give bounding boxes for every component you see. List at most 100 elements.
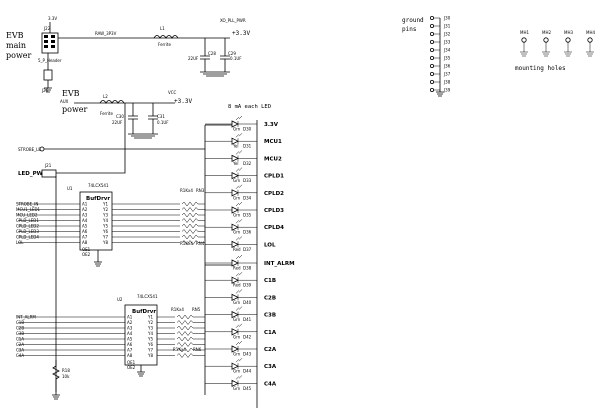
led-ref: D42 [243,334,252,339]
input-net-label: C2A [16,342,24,347]
ground-pin [429,40,434,45]
led-cathode-wire [237,172,257,179]
rn-top-a: RN3 [196,188,205,193]
gnd-symbol-j26 [44,87,52,93]
raw-net-label: RAW_3P3V [95,31,117,36]
led-emission-arrows [235,201,243,207]
mounting-holes-title: mounting holes [515,65,566,72]
pin-y-label: Y8 [102,240,108,245]
led-emission-arrows [235,115,243,121]
led-cathode-wire [237,363,257,370]
mounting-hole-ref: MH1 [520,30,529,35]
c30-capacitor [128,103,138,134]
pin-y-label: Y2 [102,207,108,212]
led-diode [231,223,239,231]
u2-ref: U2 [117,297,123,302]
c28-capacitor [200,38,210,72]
led-diode [231,276,239,284]
mounting-hole-gnd [586,42,594,57]
led-ref: D33 [243,178,252,183]
evb-main-power-2: main [6,41,26,50]
ground-pin-ref: J38 [443,80,451,85]
input-net-label: C4A [16,353,24,358]
xo-net-label: XO_PLL_PWR [220,18,246,23]
led-label: C1B [264,278,276,284]
oe2-label: OE2 [82,252,91,257]
led-emission-arrows [235,306,243,311]
pin-a-label: A3 [82,212,88,217]
led-diode [231,240,239,249]
mounting-hole [543,37,549,43]
l2-ref: L2 [103,94,108,99]
led-color: Yel [232,161,238,166]
led-color: Red [233,283,241,288]
pin-a-label: A1 [127,314,133,319]
led-diode [231,362,239,370]
led-diode [231,345,239,353]
input-net-label: MCU1_LED1 [16,207,41,212]
led-pwr-wire [56,103,126,174]
led-label: CPLD3 [264,208,284,214]
led-color: Grn [233,195,241,200]
led-diode [231,379,239,388]
led-label: CPLD2 [264,191,284,197]
led-diode [231,137,239,145]
r18-resistor: R18 10k [52,360,70,400]
gnd-symbol-2 [128,133,158,139]
led-color: Grn [233,213,241,218]
pin-y-label: Y4 [147,331,153,336]
mounting-hole-gnd [542,42,550,57]
oe1-label: OE1 [127,360,136,365]
rn-resistor [176,347,194,353]
c31-capacitor [148,103,158,134]
ground-pin-ref: J37 [443,72,451,77]
ground-pin-ref: J33 [443,40,451,45]
ground-pin-ref: J36 [443,64,451,69]
mounting-hole-ref: MH4 [586,30,595,35]
led-cathode-wire [237,380,257,387]
ground-pins-title-1: ground [402,17,424,24]
rn-resistor [181,229,199,234]
rn-resistor [176,353,194,358]
pin-y-label: Y3 [147,325,153,330]
led-ref: D38 [243,266,252,271]
c31-value: 0.1UF [157,120,169,125]
u1-ref: U1 [67,186,73,191]
led-emission-arrows [235,133,243,138]
led-color: Grn [233,352,241,357]
pin-y-label: Y5 [102,223,108,228]
led-label: C1A [264,330,277,336]
header-label: 5_P_Header [38,58,62,63]
pin-y-label: Y4 [102,218,108,223]
ground-pin [429,72,434,77]
mounting-hole-gnd [520,42,528,57]
rn-resistor [181,201,199,207]
strobe-section: STROBE_LED J21 LED_PWR 8 mA each LED [18,103,271,395]
pin-y-label: Y8 [147,353,153,358]
rn-resistor [181,207,199,212]
led-label: C3B [264,313,276,319]
u2-part: 74LCX541 [137,294,158,299]
pin-a-label: A3 [127,325,133,330]
ground-pin [429,23,434,28]
led-label: MCU2 [264,156,282,162]
mounting-hole [587,37,593,43]
input-net-label: MCU_LED2 [16,212,38,217]
ground-pin [429,88,434,93]
j22-ref: J22 [43,26,51,31]
c30-ref: C30 [116,114,124,119]
rn-resistor [176,336,194,342]
l2-value: Ferrite [100,111,113,116]
c28-value: 22UF [188,56,199,61]
mounting-hole-ref: MH2 [542,30,551,35]
pin-a-label: A6 [82,229,88,234]
led-ref: D31 [243,144,252,149]
led-label: C4A [264,381,277,387]
led-ref: D30 [243,127,252,132]
led-diode [231,259,239,267]
rn-top-group: R1Kx4 RN3 R1Kx4 RN4 [180,188,205,246]
